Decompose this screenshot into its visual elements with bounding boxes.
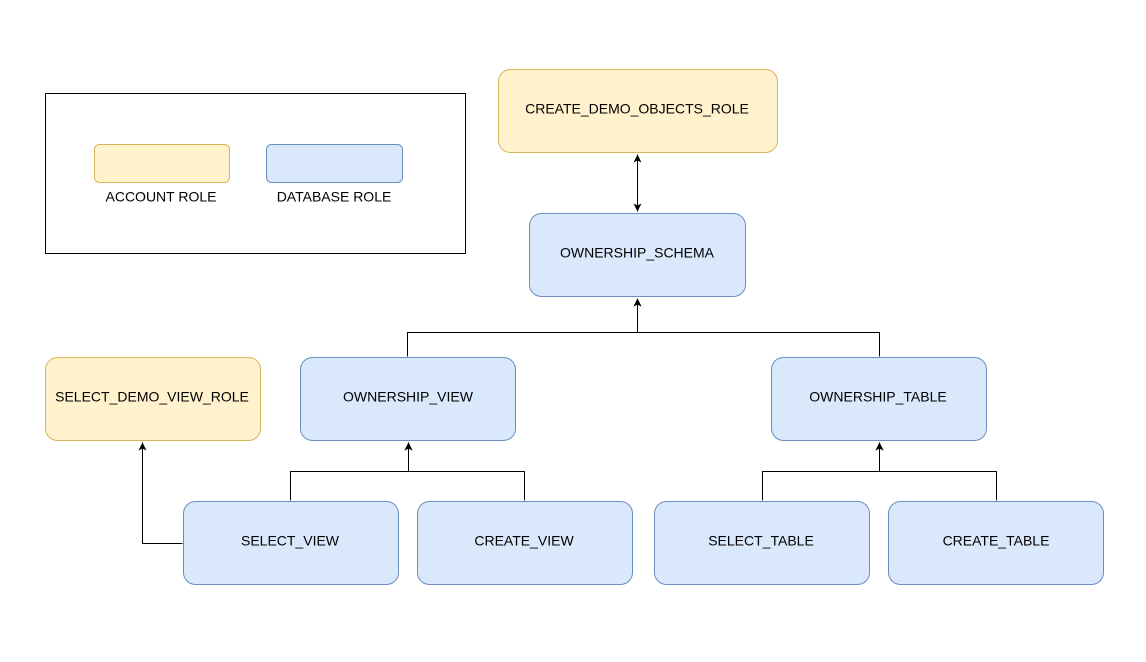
node-select-view-label: SELECT_VIEW — [241, 533, 340, 549]
node-create-table-box[interactable] — [888, 501, 1104, 585]
node-select-table[interactable]: SELECT_TABLE — [654, 501, 870, 585]
legend-database-role-label: DATABASE ROLE — [277, 189, 392, 205]
node-select-demo-view-role-label: SELECT_DEMO_VIEW_ROLE — [55, 389, 249, 405]
node-create-demo-objects-role[interactable]: CREATE_DEMO_OBJECTS_ROLE — [498, 69, 778, 153]
node-select-view[interactable]: SELECT_VIEW — [183, 501, 399, 585]
legend: ACCOUNT ROLE DATABASE ROLE — [45, 93, 466, 254]
edge-select-view-to-ownership-view — [290, 442, 413, 501]
node-create-table-label: CREATE_TABLE — [943, 533, 1050, 549]
legend-account-role-swatch — [94, 144, 230, 183]
legend-database-role-swatch — [266, 144, 403, 183]
node-create-view-label: CREATE_VIEW — [474, 533, 574, 549]
node-ownership-table[interactable]: OWNERSHIP_TABLE — [771, 357, 987, 441]
node-create-view-box[interactable] — [417, 501, 633, 585]
edge-select-view-to-select-demo-view-role — [138, 442, 183, 544]
node-ownership-view-box[interactable] — [300, 357, 516, 441]
node-create-table[interactable]: CREATE_TABLE — [888, 501, 1104, 585]
edge-ownership-table-to-ownership-schema — [633, 298, 880, 357]
edge-ownership-view-to-ownership-schema — [407, 298, 642, 357]
node-create-view[interactable]: CREATE_VIEW — [417, 501, 633, 585]
node-select-view-box[interactable] — [183, 501, 399, 585]
node-ownership-view[interactable]: OWNERSHIP_VIEW — [300, 357, 516, 441]
legend-account-role-label: ACCOUNT ROLE — [106, 189, 217, 205]
node-ownership-table-box[interactable] — [771, 357, 987, 441]
node-select-table-label: SELECT_TABLE — [708, 533, 814, 549]
node-ownership-schema-box[interactable] — [529, 213, 746, 297]
node-create-demo-objects-role-label: CREATE_DEMO_OBJECTS_ROLE — [525, 101, 749, 117]
node-create-demo-objects-role-box[interactable] — [498, 69, 778, 153]
edges — [138, 154, 997, 544]
edge-create-table-to-ownership-table — [875, 442, 997, 501]
edge-select-table-to-ownership-table — [762, 442, 884, 501]
edge-create-view-to-ownership-view — [404, 442, 525, 501]
node-select-demo-view-role-box[interactable] — [45, 357, 261, 441]
nodes: CREATE_DEMO_OBJECTS_ROLE OWNERSHIP_SCHEM… — [45, 69, 1104, 585]
node-ownership-schema-label: OWNERSHIP_SCHEMA — [560, 245, 715, 261]
node-ownership-schema[interactable]: OWNERSHIP_SCHEMA — [529, 213, 746, 297]
node-ownership-table-label: OWNERSHIP_TABLE — [809, 389, 946, 405]
node-ownership-view-label: OWNERSHIP_VIEW — [343, 389, 474, 405]
node-select-table-box[interactable] — [654, 501, 870, 585]
node-select-demo-view-role[interactable]: SELECT_DEMO_VIEW_ROLE — [45, 357, 261, 441]
